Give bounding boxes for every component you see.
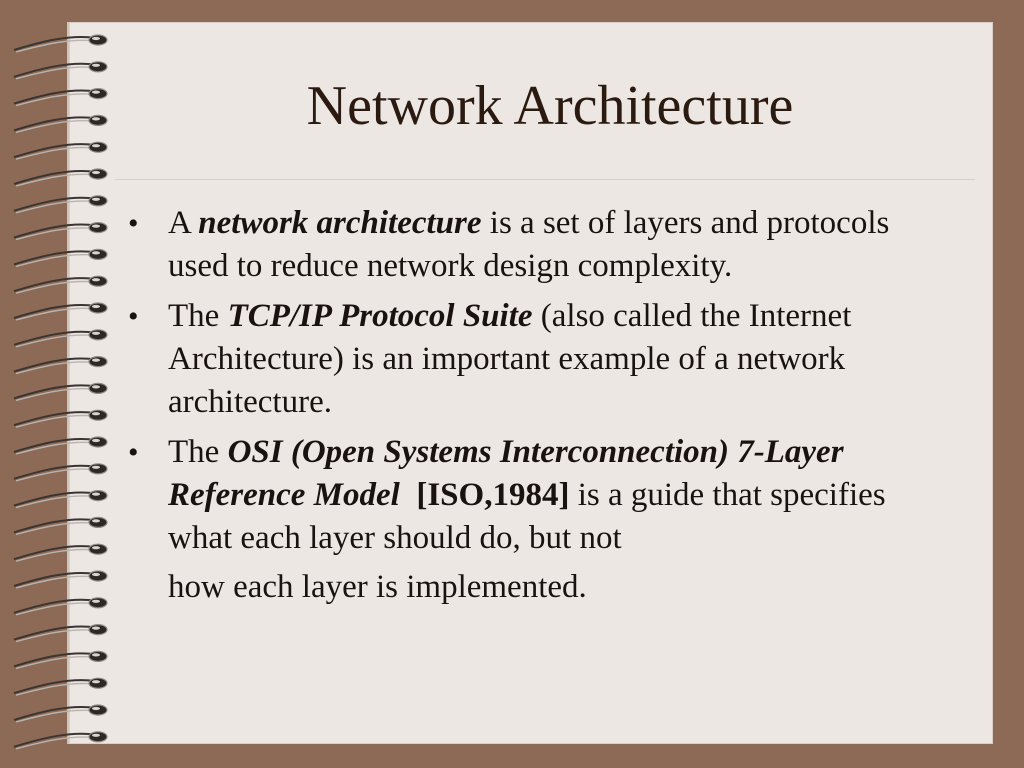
bullet-text: The bbox=[168, 434, 228, 470]
bullet-item: The TCP/IP Protocol Suite (also called t… bbox=[128, 295, 948, 424]
bullet-reference: [ISO,1984] bbox=[416, 477, 570, 513]
bullet-term: OSI (Open Systems Interconnection) 7-Lay… bbox=[168, 434, 844, 513]
bullet-list: A network architecture is a set of layer… bbox=[128, 202, 948, 616]
bullet-item: The OSI (Open Systems Interconnection) 7… bbox=[128, 431, 948, 609]
bullet-text: is a set of layers and protocols used to… bbox=[168, 205, 890, 284]
bullet-text: (also called the Internet Architecture) … bbox=[168, 298, 852, 420]
bullet-text: A bbox=[168, 205, 199, 241]
title-divider bbox=[115, 179, 975, 180]
bullet-item: A network architecture is a set of layer… bbox=[128, 202, 948, 288]
bullet-term: TCP/IP Protocol Suite bbox=[227, 298, 533, 334]
bullet-text: how each layer is implemented. bbox=[168, 569, 587, 605]
bullet-text: The bbox=[168, 298, 228, 334]
spiral-binding-icon bbox=[13, 34, 108, 750]
bullet-term: network architecture bbox=[198, 205, 482, 241]
slide-title: Network Architecture bbox=[306, 75, 794, 137]
bullet-text: is a guide that specifies what each laye… bbox=[168, 477, 886, 556]
